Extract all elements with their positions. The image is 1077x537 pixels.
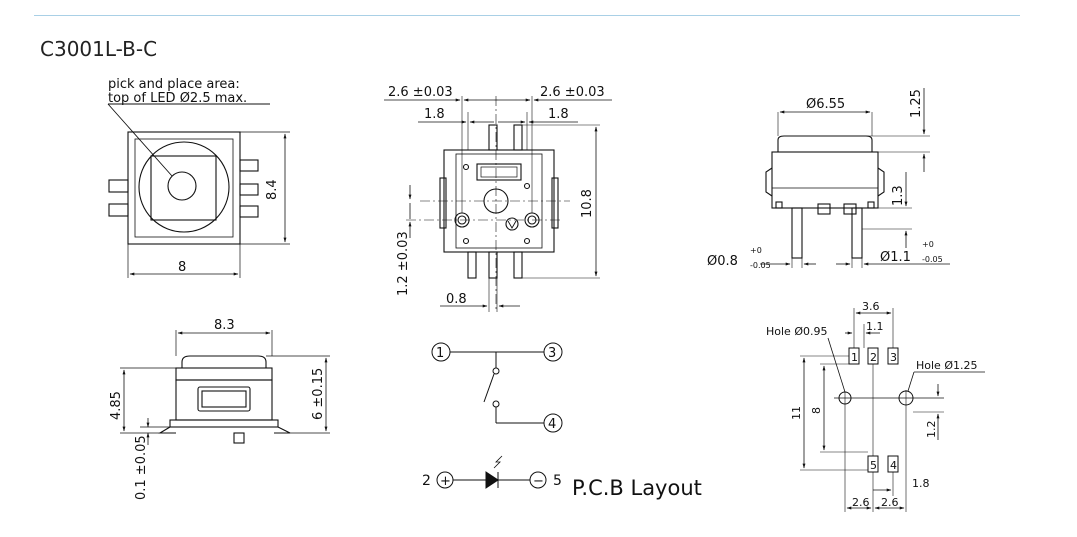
switch-pin-4: 4 xyxy=(548,417,556,432)
led-schematic xyxy=(436,455,547,489)
led-offset-label: 1.2 ±0.03 xyxy=(396,231,411,296)
pin-dia-right-label: Ø1.1 xyxy=(880,250,911,265)
pin-dia-left-label: Ø0.8 xyxy=(707,254,738,269)
pad-3: 3 xyxy=(890,351,897,364)
front-body-height-label: 4.85 xyxy=(109,391,124,420)
actuator-ring xyxy=(138,141,230,233)
side-cap xyxy=(777,135,873,153)
front-height-label: 6 ±0.15 xyxy=(311,368,326,420)
front-standoff-label: 0.1 ±0.05 xyxy=(134,435,149,500)
led-plus-sign: + xyxy=(440,474,451,489)
dim-span-label: 3.6 xyxy=(862,300,880,313)
pcb-layout-title: P.C.B Layout xyxy=(572,476,702,500)
dim-total-height-label: 11 xyxy=(790,406,803,420)
callout-line1: pick and place area: xyxy=(108,77,240,92)
front-width-label: 8.3 xyxy=(214,318,235,333)
bottom-height-label: 10.8 xyxy=(580,189,595,218)
cap-height-label: 1.25 xyxy=(909,89,924,118)
pin-dia-left-tol-lower: -0.05 xyxy=(750,261,771,270)
top-height-label: 8.4 xyxy=(265,179,280,200)
front-cap xyxy=(181,355,267,369)
pin-height-label: 1.3 xyxy=(891,185,906,206)
switch-pin-3: 3 xyxy=(548,346,556,361)
pin-dia-right-tol-lower: -0.05 xyxy=(922,255,943,264)
side-view xyxy=(760,88,950,268)
callout-line2: top of LED Ø2.5 max. xyxy=(108,91,247,106)
switch-pin-1: 1 xyxy=(436,346,444,361)
hole-small-label: Hole Ø0.95 xyxy=(766,325,827,338)
pcb-layout-drawing xyxy=(800,308,985,512)
offset-left-label: 1.8 xyxy=(424,107,445,122)
top-view-inner-outline xyxy=(134,138,234,238)
pin-width-label: 0.8 xyxy=(446,292,467,307)
header-divider xyxy=(34,15,1020,16)
top-view xyxy=(107,103,290,278)
side-diameter-label: Ø6.55 xyxy=(806,97,845,112)
pin-dia-right-tol-upper: +0 xyxy=(922,240,934,249)
bottom-view xyxy=(384,96,612,312)
top-width-label: 8 xyxy=(178,260,186,275)
dim-bottom-offset-label: 1.8 xyxy=(912,477,930,490)
switch-schematic xyxy=(431,342,563,433)
led-circle xyxy=(167,171,197,201)
dim-bottom-right-label: 2.6 xyxy=(881,496,899,509)
dim-bottom-left-label: 2.6 xyxy=(852,496,870,509)
pad-4: 4 xyxy=(890,459,897,472)
led-anode-pin: 2 xyxy=(422,473,431,489)
pad-5: 5 xyxy=(870,459,877,472)
dim-pitch-label: 1.1 xyxy=(866,320,884,333)
dim-offset-label: 1.2 xyxy=(925,421,938,439)
dim-pad-height-label: 8 xyxy=(810,407,823,414)
pitch-right-label: 2.6 ±0.03 xyxy=(540,85,605,100)
pad-2: 2 xyxy=(870,351,877,364)
pin-dia-left-tol-upper: +0 xyxy=(750,246,762,255)
top-view-outline xyxy=(127,131,241,245)
pad-1: 1 xyxy=(851,351,858,364)
part-number: C3001L-B-C xyxy=(40,37,158,61)
led-window xyxy=(150,155,217,221)
led-minus-sign: − xyxy=(533,474,544,489)
front-view xyxy=(120,330,330,445)
pitch-left-label: 2.6 ±0.03 xyxy=(388,85,453,100)
offset-right-label: 1.8 xyxy=(548,107,569,122)
side-body xyxy=(771,151,879,209)
led-cathode-pin: 5 xyxy=(553,473,562,489)
hole-large-label: Hole Ø1.25 xyxy=(916,359,977,372)
